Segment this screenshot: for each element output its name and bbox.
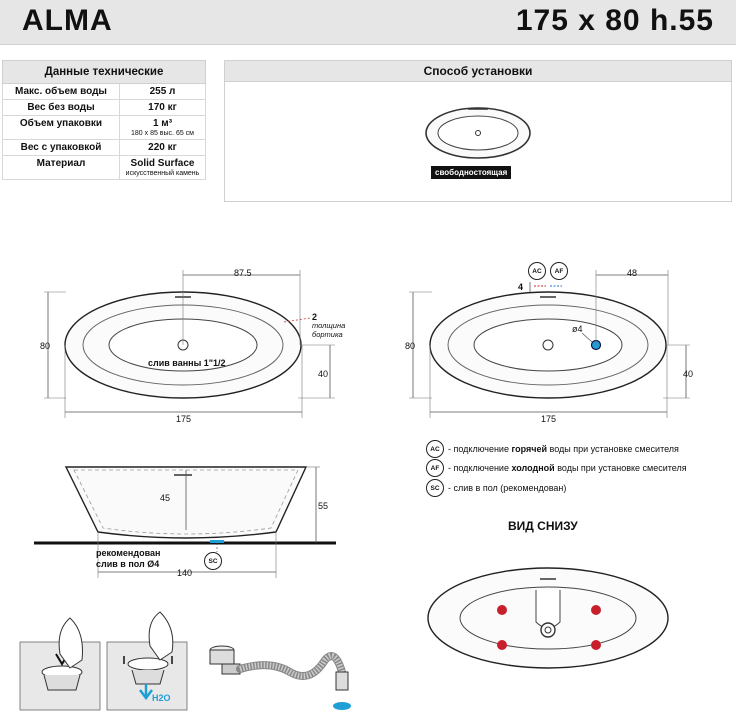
model-name: ALMA bbox=[22, 4, 113, 37]
install-panel: Способ установки свободностоящая bbox=[224, 60, 732, 202]
dim-offset-left: 87.5 bbox=[234, 268, 252, 278]
floor-note-2: слив в пол Ø4 bbox=[96, 559, 160, 569]
wall-note-2: бортика bbox=[312, 330, 343, 339]
dim-half-right: 40 bbox=[683, 369, 694, 379]
badge-floor: SC bbox=[204, 552, 222, 570]
dim-inner: 45 bbox=[160, 493, 171, 503]
side-view bbox=[34, 466, 336, 578]
top-view-left bbox=[44, 270, 335, 418]
badge-hot: AC bbox=[528, 262, 546, 280]
floor-note-1: рекомендован bbox=[96, 548, 161, 558]
drain-closed-image bbox=[41, 617, 83, 691]
dim-base: 140 bbox=[177, 568, 193, 578]
drain-panel bbox=[19, 611, 351, 711]
title-bar: ALMA 175 x 80 h.55 bbox=[0, 0, 736, 45]
dim-height-right: 80 bbox=[405, 341, 416, 351]
bottom-view bbox=[427, 567, 669, 669]
top-view-right bbox=[409, 270, 690, 418]
legend-item: AC - подключение горячей воды при устано… bbox=[426, 440, 679, 458]
spec-key: Материал bbox=[2, 155, 120, 180]
spec-table-title: Данные технические bbox=[2, 60, 206, 84]
legend-item: SC - слив в пол (рекомендован) bbox=[426, 479, 566, 497]
install-tub-image bbox=[425, 107, 531, 159]
legend-item: AF - подключение холодной воды при устан… bbox=[426, 459, 687, 477]
dim-length-right: 175 bbox=[541, 414, 557, 424]
wall-note-1: толщина bbox=[312, 321, 346, 330]
install-title: Способ установки bbox=[225, 61, 731, 82]
drain-hose-image bbox=[209, 645, 351, 710]
spec-table: Данные технические Макс. объем воды 255 … bbox=[2, 60, 206, 180]
table-row: Макс. объем воды 255 л bbox=[2, 83, 206, 100]
badge-cold: AF bbox=[550, 262, 568, 280]
dim-small-right: 4 bbox=[518, 282, 524, 292]
dim-half-left: 40 bbox=[318, 369, 329, 379]
dim-length-left: 175 bbox=[176, 414, 192, 424]
spec-sub: 180 x 85 выс. 65 см bbox=[131, 130, 194, 137]
dim-offset-right: 48 bbox=[627, 268, 638, 278]
model-dimensions: 175 x 80 h.55 bbox=[515, 4, 714, 37]
dim-height-left: 80 bbox=[40, 341, 51, 351]
spec-sub: искусственный камень bbox=[125, 170, 200, 177]
wall-dim: 2 bbox=[312, 312, 318, 322]
legend-icon: AF bbox=[426, 459, 444, 477]
hole-label: ø4 bbox=[572, 324, 583, 334]
drain-label: слив ванны 1"1/2 bbox=[148, 358, 226, 368]
legend-icon: SC bbox=[426, 479, 444, 497]
drain-open-image bbox=[123, 611, 174, 701]
spec-key: Объем упаковки bbox=[2, 115, 120, 140]
legend-icon: AC bbox=[426, 440, 444, 458]
install-type-label: свободностоящая bbox=[431, 166, 512, 179]
water-label: H2O bbox=[152, 693, 171, 703]
bottom-view-title: ВИД СНИЗУ bbox=[508, 519, 578, 533]
dim-total: 55 bbox=[318, 501, 329, 511]
